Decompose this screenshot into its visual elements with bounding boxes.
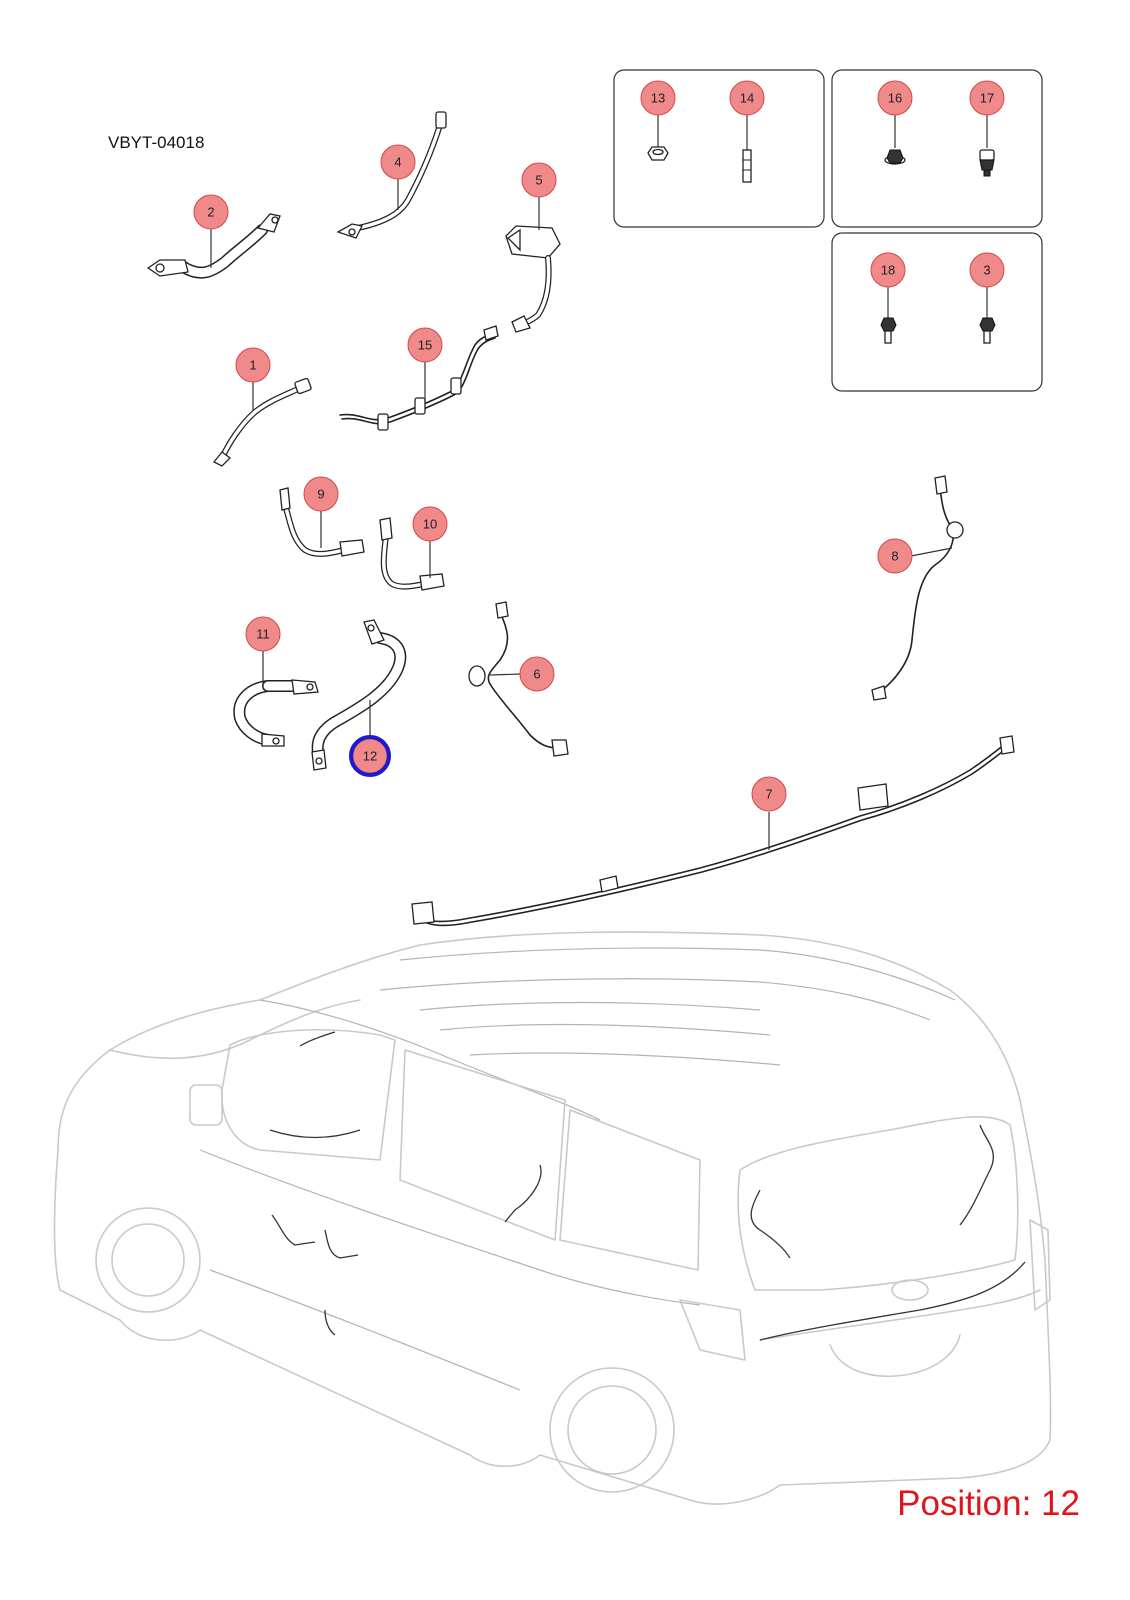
harness-7[interactable] [411,735,1015,927]
callout-14[interactable]: 14 [729,80,765,116]
callout-13[interactable]: 13 [640,80,676,116]
selection-ring [349,735,391,777]
callout-2[interactable]: 2 [193,194,229,230]
cable-10[interactable] [379,517,445,591]
panel-16-17 [831,69,1043,228]
bolt-17[interactable] [979,110,995,177]
harness-8[interactable] [871,475,964,701]
callout-10[interactable]: 10 [412,506,448,542]
callout-label-15: 15 [418,338,432,353]
harness-6[interactable] [468,601,569,757]
callout-label-5: 5 [535,173,542,188]
callout-4[interactable]: 4 [380,144,416,180]
callout-label-10: 10 [423,517,437,532]
callout-label-12: 12 [363,749,377,764]
van-illustration [53,931,1052,1505]
callout-7[interactable]: 7 [751,776,787,812]
callout-label-13: 13 [651,91,665,106]
callout-label-1: 1 [249,358,256,373]
callout-label-9: 9 [317,487,324,502]
callout-3[interactable]: 3 [969,252,1005,288]
position-label: Position: 12 [897,1484,1080,1523]
cable-9[interactable] [279,487,365,557]
battery-cable-4[interactable] [336,111,447,239]
callout-label-16: 16 [888,91,902,106]
hex-nut-13[interactable] [647,110,669,161]
callout-label-8: 8 [891,549,898,564]
callout-6[interactable]: 6 [519,656,555,692]
callout-5[interactable]: 5 [521,162,557,198]
callout-label-17: 17 [980,91,994,106]
callout-label-18: 18 [881,263,895,278]
panel-18-3 [831,232,1043,392]
callout-label-6: 6 [533,667,540,682]
callout-group: 1 2 3 4 5 6 7 8 9 10 11 12 13 14 15 16 1… [193,80,1005,812]
cable-12[interactable] [311,619,407,771]
callout-8[interactable]: 8 [877,538,913,574]
callout-label-4: 4 [394,155,401,170]
callout-12[interactable]: 12 [349,735,391,777]
callout-9[interactable]: 9 [303,476,339,512]
callout-11[interactable]: 11 [245,616,281,652]
sensor-module-5[interactable] [505,196,561,333]
callout-15[interactable]: 15 [407,327,443,363]
harness-15[interactable] [339,325,499,431]
callout-1[interactable]: 1 [235,347,271,383]
ground-cable-2[interactable] [146,213,281,279]
flange-nut-16[interactable] [884,110,906,165]
callout-label-7: 7 [765,787,772,802]
diagram-code: VBYT-04018 [108,133,205,152]
callout-label-11: 11 [256,627,270,642]
cable-11[interactable] [233,650,319,747]
callout-17[interactable]: 17 [969,80,1005,116]
callout-16[interactable]: 16 [877,80,913,116]
cable-1[interactable] [212,377,312,467]
callout-label-2: 2 [207,205,214,220]
hardware-panels [613,69,1043,392]
callout-label-14: 14 [740,91,754,106]
callout-18[interactable]: 18 [870,252,906,288]
callout-label-3: 3 [983,263,990,278]
stud-bolt-14[interactable] [742,110,752,183]
